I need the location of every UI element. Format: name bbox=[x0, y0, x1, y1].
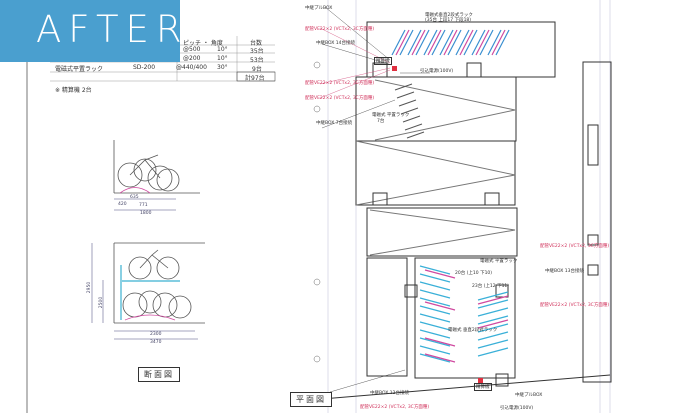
spec-table-grid bbox=[50, 36, 276, 82]
row2-angle: 10° bbox=[217, 55, 228, 62]
label-pipe: 配管VE22×2 (VCTx2, 3C方面種) bbox=[305, 27, 375, 32]
row3-pitch: @440/400 bbox=[176, 64, 207, 71]
plan-title: 平面図 bbox=[290, 392, 332, 407]
label-pipe: 配管VE22×2 (VCTx2, 3C方面種) bbox=[540, 244, 610, 249]
dim: 2500 bbox=[99, 296, 105, 309]
label-power: 引込電源(100V) bbox=[500, 406, 534, 411]
header-pitch-angle: ピッチ ・ 角度 bbox=[183, 40, 223, 47]
row1-count: 35台 bbox=[250, 48, 264, 55]
label-lower-rack: 電磁式 垂直2段式ラック bbox=[448, 328, 498, 333]
row1-pitch: @500 bbox=[183, 46, 201, 53]
dim: 635 bbox=[130, 195, 139, 200]
section-upper bbox=[113, 140, 200, 211]
row3-model: SD-200 bbox=[133, 64, 156, 71]
label-pipe: 配管VE22×2 (VCTx2, 3C方面種) bbox=[540, 303, 610, 308]
row3-count: 9台 bbox=[252, 66, 262, 73]
label-relay-box: 中継BOX 12台接続 bbox=[370, 391, 410, 396]
section-lower bbox=[91, 242, 205, 340]
row3-name: 電磁式平置ラック bbox=[55, 66, 104, 73]
flat-rack-bikes bbox=[394, 83, 425, 139]
building-outline bbox=[309, 21, 612, 401]
label-flat-rack: 電磁式 平置ラック bbox=[372, 113, 410, 118]
row2-count: 53台 bbox=[250, 57, 264, 64]
label-relay-pull: 中継プルBOX bbox=[305, 6, 333, 11]
label-top-rack-sub: (35台 上段17 下段18) bbox=[425, 18, 472, 23]
label-power: 引込電源(100V) bbox=[420, 69, 454, 74]
label-pipe: 配管VE22×2 (VCTx2, 3C方面種) bbox=[305, 96, 375, 101]
after-banner: AFTER bbox=[0, 0, 182, 62]
label-pipe: 配管VE22×2 (VCTx2, 3C方面種) bbox=[305, 81, 375, 86]
dim: 771 bbox=[139, 203, 148, 208]
dim: 2950 bbox=[87, 281, 93, 294]
label-flat-rack-count: 7台 bbox=[377, 119, 385, 124]
row2-pitch: @200 bbox=[183, 55, 201, 62]
label-relay-box: 中継BOX 14台接続 bbox=[316, 41, 356, 46]
label-pipe: 配管VE22×2 (VCTx2, 3C方面種) bbox=[360, 405, 430, 410]
top-rack-bikes bbox=[391, 29, 510, 56]
label-pay-machine: 精算機 bbox=[374, 57, 392, 65]
dim: 3470 bbox=[150, 340, 162, 345]
label-counts: 23台 (上12 下11) bbox=[472, 284, 510, 289]
table-note: ※ 精算機 2台 bbox=[55, 87, 92, 94]
label-relay-box: 中継BOX 7台接続 bbox=[316, 121, 353, 126]
label-relay-pull: 中継プルBOX bbox=[515, 393, 543, 398]
dim: 1800 bbox=[140, 211, 152, 216]
label-counts: 20台 (上10 下10) bbox=[455, 271, 493, 276]
label-flat-rack-2: 電磁式 平置ラック bbox=[480, 259, 518, 264]
section-title: 断面図 bbox=[138, 367, 180, 382]
dim: 420 bbox=[118, 202, 127, 207]
row3-angle: 30° bbox=[217, 64, 228, 71]
row1-angle: 10° bbox=[217, 46, 228, 53]
header-count: 台数 bbox=[250, 40, 263, 47]
after-label: AFTER bbox=[36, 8, 189, 51]
lower-rack-bikes bbox=[419, 265, 509, 363]
total-count: 計97台 bbox=[245, 75, 265, 82]
label-relay-box: 中継BOX 13台接続 bbox=[545, 269, 585, 274]
label-top-rack: 電磁式垂直2段式ラック bbox=[425, 13, 473, 18]
label-pay-machine: 精算機 bbox=[474, 383, 492, 391]
dim: 2300 bbox=[150, 332, 162, 337]
